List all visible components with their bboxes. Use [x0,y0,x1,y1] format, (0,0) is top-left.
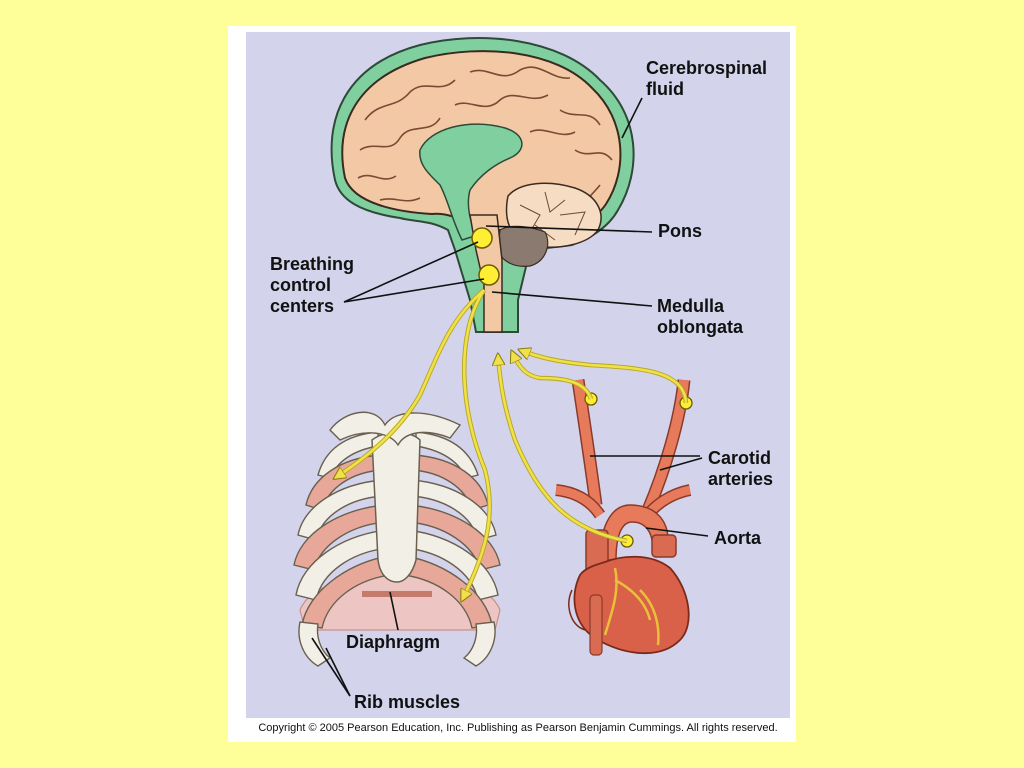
pons-center-dot [472,228,492,248]
sternum [372,433,420,583]
nerve-from-aorta [498,355,627,541]
label-pons: Pons [658,221,702,242]
pons-tissue [498,226,548,266]
leader-rib-2 [326,648,350,696]
label-diaphragm: Diaphragm [346,632,440,653]
label-breathing-control-centers: Breathing control centers [270,254,354,317]
medulla-center-dot [479,265,499,285]
label-medulla-oblongata: Medulla oblongata [657,296,743,338]
leader-breathing-1 [344,242,478,302]
label-cerebrospinal-fluid: Cerebrospinal fluid [646,58,767,100]
copyright-notice: Copyright © 2005 Pearson Education, Inc.… [246,722,790,734]
label-rib-muscles: Rib muscles [354,692,460,713]
label-aorta: Aorta [714,528,761,549]
heart-illustration [556,380,692,655]
leader-rib-1 [312,638,350,696]
leader-breathing-2 [344,279,484,302]
label-carotid-arteries: Carotid arteries [708,448,773,490]
